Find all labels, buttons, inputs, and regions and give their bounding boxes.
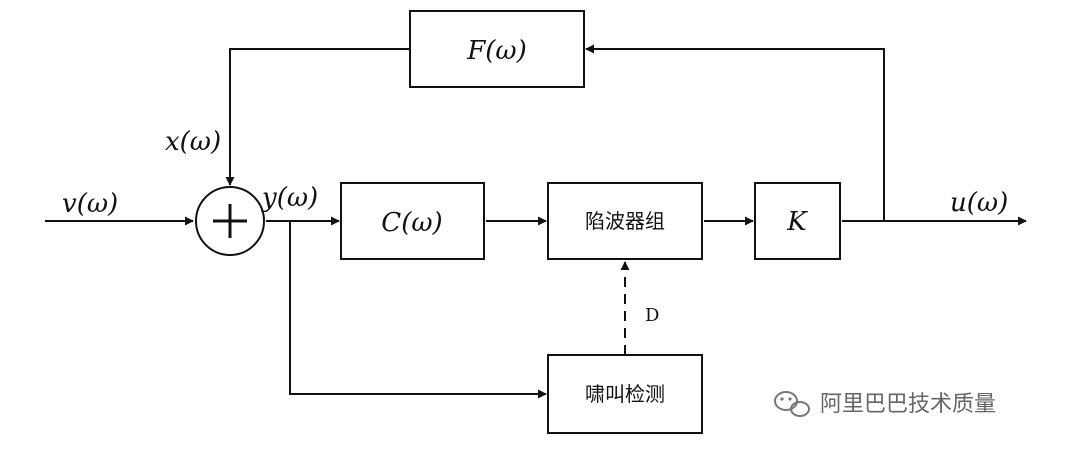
sum-output-signal-label: y(ω): [261, 183, 318, 213]
howling-detection-block: 啸叫检测: [547, 354, 703, 434]
notch-filter-bank-block: 陷波器组: [547, 182, 703, 260]
notch-filter-bank-label: 陷波器组: [585, 209, 665, 233]
feedback-signal-label: x(ω): [165, 127, 221, 157]
watermark-text: 阿里巴巴技术质量: [820, 392, 996, 417]
detection-line-label: D: [645, 305, 659, 326]
output-to-feedback-wire: [585, 44, 885, 221]
wechat-icon: [774, 391, 810, 417]
howling-detection-label: 啸叫检测: [585, 382, 665, 406]
branch-to-detection-wire: [289, 221, 547, 399]
watermark: 阿里巴巴技术质量: [774, 391, 996, 417]
summing-junction: [195, 186, 265, 256]
controller-block: C(ω): [340, 182, 485, 260]
feedback-block: F(ω): [409, 10, 585, 88]
feedback-block-label: F(ω): [466, 36, 527, 66]
gain-block-label: K: [786, 207, 808, 237]
output-signal-label: u(ω): [950, 188, 1008, 218]
gain-block: K: [754, 182, 841, 260]
input-signal-label: v(ω): [62, 189, 118, 219]
controller-block-label: C(ω): [381, 208, 442, 238]
feedback-to-sum-wire: [225, 48, 410, 186]
